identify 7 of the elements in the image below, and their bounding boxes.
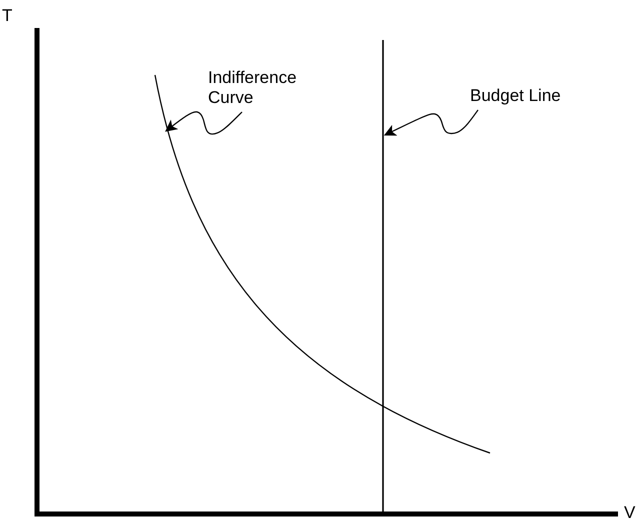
callout-label: Indifference Curve — [208, 68, 308, 108]
leader-arrow — [165, 111, 242, 135]
leader-arrow — [384, 110, 478, 136]
budget-line — [382, 40, 384, 514]
axis-label: T — [2, 6, 12, 26]
callout-label: Budget Line — [470, 86, 580, 106]
axis-label: V — [624, 503, 636, 523]
